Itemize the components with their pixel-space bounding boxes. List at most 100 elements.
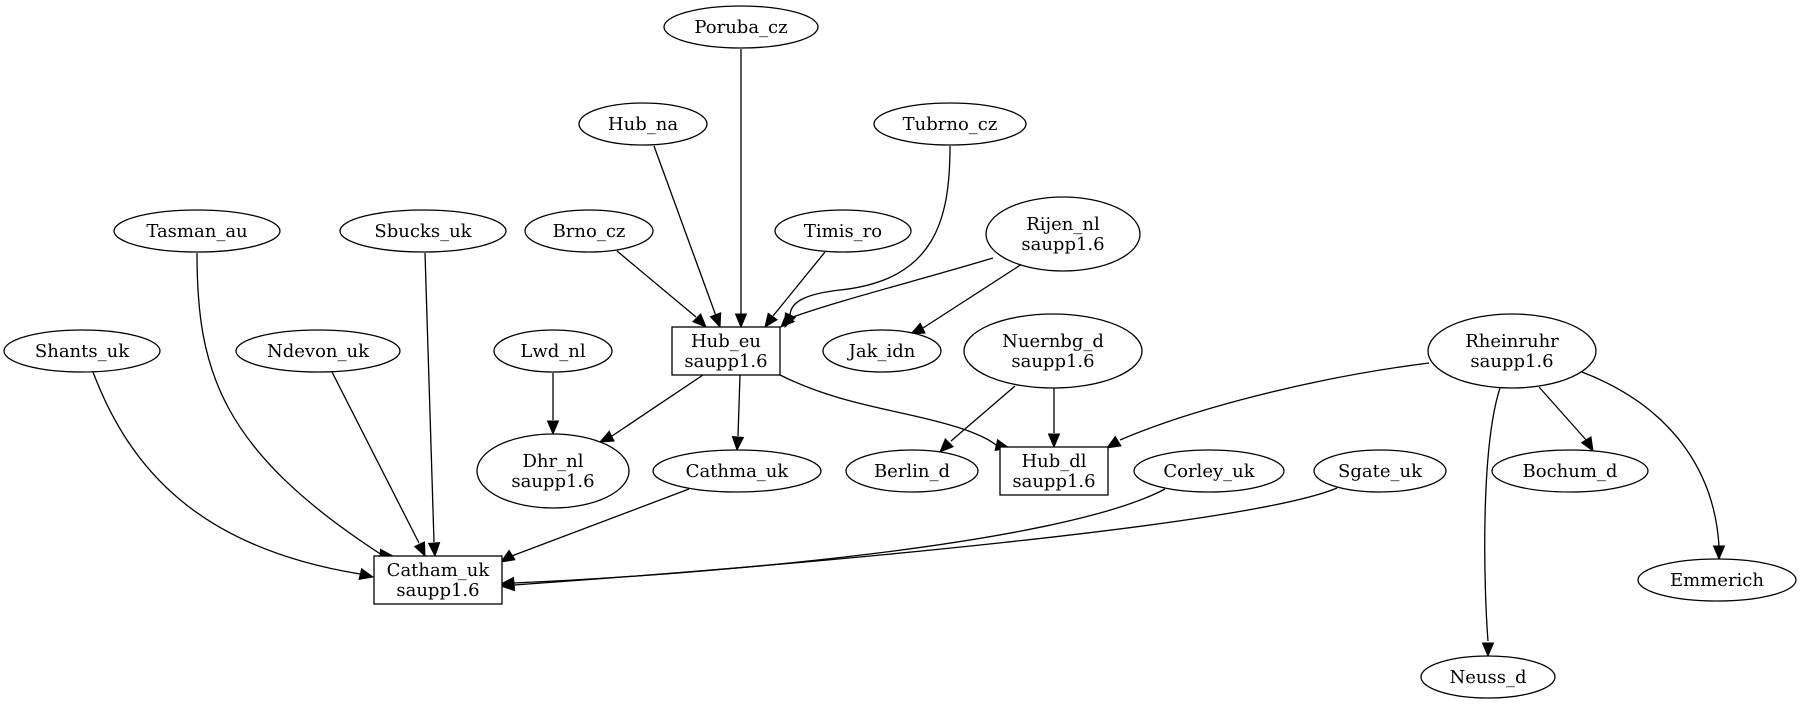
node-neuss_d[interactable]: Neuss_d — [1420, 655, 1556, 699]
node-sublabel: saupp1.6 — [684, 351, 767, 372]
node-ellipse — [1313, 449, 1447, 493]
arrowhead-icon — [499, 549, 516, 563]
node-label: Shants_uk — [35, 341, 130, 362]
node-poruba_cz[interactable]: Poruba_cz — [663, 5, 819, 49]
node-label: Tasman_au — [146, 221, 247, 242]
node-timis_ro[interactable]: Timis_ro — [774, 209, 912, 253]
node-label: Rijen_nl — [1026, 214, 1100, 235]
node-ellipse — [3, 329, 161, 373]
edge-nuernbg_d-to-berlin_d — [939, 385, 1016, 453]
node-corley_uk[interactable]: Corley_uk — [1133, 449, 1285, 493]
node-tasman_au[interactable]: Tasman_au — [113, 209, 281, 253]
arrowhead-icon — [546, 420, 560, 436]
node-hub_na[interactable]: Hub_na — [578, 102, 708, 146]
arrowhead-icon — [780, 313, 795, 328]
node-sublabel: saupp1.6 — [1021, 234, 1104, 255]
node-label: Poruba_cz — [694, 17, 787, 38]
edge-nuernbg_d-to-hub_dl — [1047, 388, 1061, 449]
node-box — [999, 446, 1109, 496]
node-ellipse — [235, 329, 401, 373]
node-sbucks_uk[interactable]: Sbucks_uk — [339, 209, 507, 253]
node-cathma_uk[interactable]: Cathma_uk — [652, 449, 822, 493]
node-ellipse — [339, 209, 507, 253]
node-label: Catham_uk — [387, 560, 491, 581]
edge-line — [922, 263, 1023, 329]
node-ellipse — [652, 449, 822, 493]
edge-corley_uk-to-catham_uk — [499, 488, 1166, 590]
node-ellipse — [476, 433, 630, 509]
edge-hub_eu-to-dhr_nl — [598, 374, 704, 443]
node-ndevon_uk[interactable]: Ndevon_uk — [235, 329, 401, 373]
node-bochum_d[interactable]: Bochum_d — [1491, 449, 1649, 493]
node-ellipse — [845, 449, 979, 493]
node-box — [671, 326, 781, 376]
node-label: Corley_uk — [1163, 461, 1255, 482]
node-brno_cz[interactable]: Brno_cz — [524, 209, 654, 253]
node-berlin_d[interactable]: Berlin_d — [845, 449, 979, 493]
node-label: Tubrno_cz — [903, 114, 998, 135]
edge-line — [789, 257, 994, 319]
edge-ndevon_uk-to-catham_uk — [331, 371, 426, 558]
edge-line — [1119, 362, 1430, 441]
arrowhead-icon — [1047, 433, 1061, 449]
node-lwd_nl[interactable]: Lwd_nl — [493, 329, 613, 373]
edge-line — [1484, 387, 1501, 642]
edges-layer — [92, 49, 1726, 658]
arrowhead-icon — [939, 438, 954, 453]
node-ellipse — [1491, 449, 1649, 493]
node-emmerich[interactable]: Emmerich — [1637, 558, 1797, 602]
node-ellipse — [873, 102, 1027, 146]
arrowhead-icon — [734, 313, 748, 329]
arrowhead-icon — [413, 541, 426, 558]
edge-poruba_cz-to-hub_eu — [734, 49, 748, 329]
node-sublabel: saupp1.6 — [1012, 471, 1095, 492]
edge-line — [513, 488, 1166, 584]
arrowhead-icon — [1481, 642, 1495, 658]
arrowhead-icon — [1712, 545, 1726, 561]
node-ellipse — [1637, 558, 1797, 602]
node-label: Hub_dl — [1021, 451, 1086, 472]
node-label: Dhr_nl — [523, 451, 584, 472]
edge-shants_uk-to-catham_uk — [92, 371, 375, 581]
node-tubrno_cz[interactable]: Tubrno_cz — [873, 102, 1027, 146]
node-ellipse — [822, 329, 942, 373]
node-shants_uk[interactable]: Shants_uk — [3, 329, 161, 373]
edge-line — [611, 374, 704, 437]
arrowhead-icon — [909, 322, 926, 335]
edge-sbucks_uk-to-catham_uk — [424, 252, 441, 558]
edge-line — [1581, 371, 1720, 547]
node-label: Cathma_uk — [686, 461, 790, 482]
node-label: Hub_eu — [691, 331, 761, 352]
node-sublabel: saupp1.6 — [511, 471, 594, 492]
edge-line — [779, 374, 997, 446]
node-ellipse — [524, 209, 654, 253]
edge-rheinruhr-to-hub_dl — [1105, 362, 1430, 449]
arrowhead-icon — [731, 436, 745, 452]
arrowhead-icon — [709, 312, 722, 329]
node-label: Brno_cz — [553, 221, 626, 242]
node-ellipse — [1133, 449, 1285, 493]
node-label: Rheinruhr — [1465, 331, 1559, 352]
node-sgate_uk[interactable]: Sgate_uk — [1313, 449, 1447, 493]
node-label: Emmerich — [1670, 570, 1764, 591]
node-jak_idn[interactable]: Jak_idn — [822, 329, 942, 373]
arrowhead-icon — [1105, 435, 1122, 449]
edge-rheinruhr-to-emmerich — [1581, 371, 1726, 561]
edge-line — [789, 145, 951, 317]
edge-sgate_uk-to-catham_uk — [499, 487, 1338, 592]
node-label: Timis_ro — [804, 221, 882, 242]
node-ellipse — [493, 329, 613, 373]
edge-hub_na-to-hub_eu — [653, 145, 722, 329]
node-label: Sbucks_uk — [374, 221, 472, 242]
node-ellipse — [1420, 655, 1556, 699]
node-label: Hub_na — [608, 114, 678, 135]
